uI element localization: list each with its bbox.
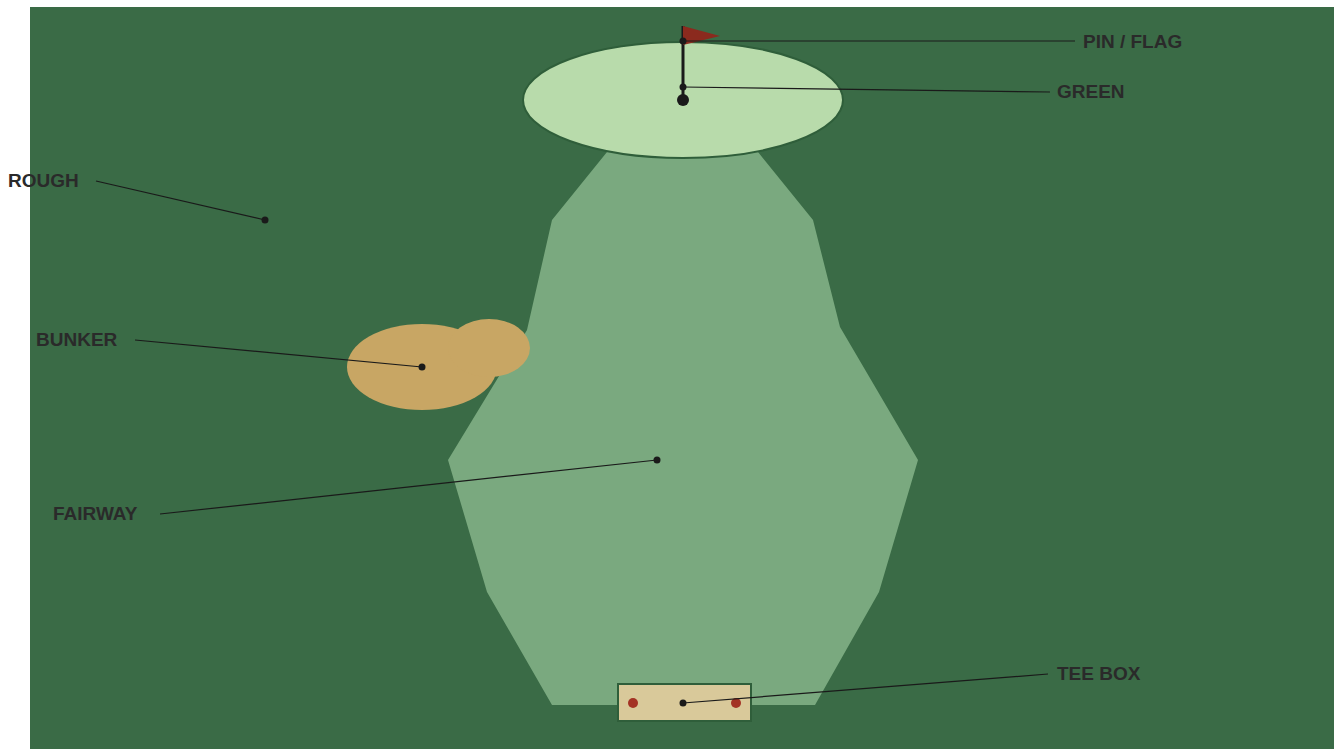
- part-label: GREEN: [1057, 81, 1125, 103]
- leader-dot: [419, 364, 426, 371]
- leader-line: [96, 181, 265, 220]
- leader-dot: [680, 84, 687, 91]
- tee-box: [618, 684, 751, 721]
- fairway-area: [448, 152, 918, 705]
- leader-dot: [680, 38, 687, 45]
- leader-line: [160, 460, 657, 514]
- hole-cup: [677, 94, 689, 106]
- part-label: FAIRWAY: [53, 503, 137, 525]
- bunker-area: [448, 319, 530, 377]
- leader-dot: [680, 700, 687, 707]
- leader-line: [135, 340, 422, 367]
- leader-line: [683, 87, 1050, 92]
- leader-dot: [654, 457, 661, 464]
- rough-area: [30, 7, 1334, 749]
- tee-marker: [628, 698, 638, 708]
- part-label: BUNKER: [36, 329, 117, 351]
- part-label: PIN / FLAG: [1083, 31, 1182, 53]
- part-label: TEE BOX: [1057, 663, 1140, 685]
- flag: [683, 26, 720, 45]
- leader-line: [683, 674, 1048, 703]
- leader-line: [683, 40, 1075, 41]
- leader-dot: [262, 217, 269, 224]
- part-label: ROUGH: [8, 170, 79, 192]
